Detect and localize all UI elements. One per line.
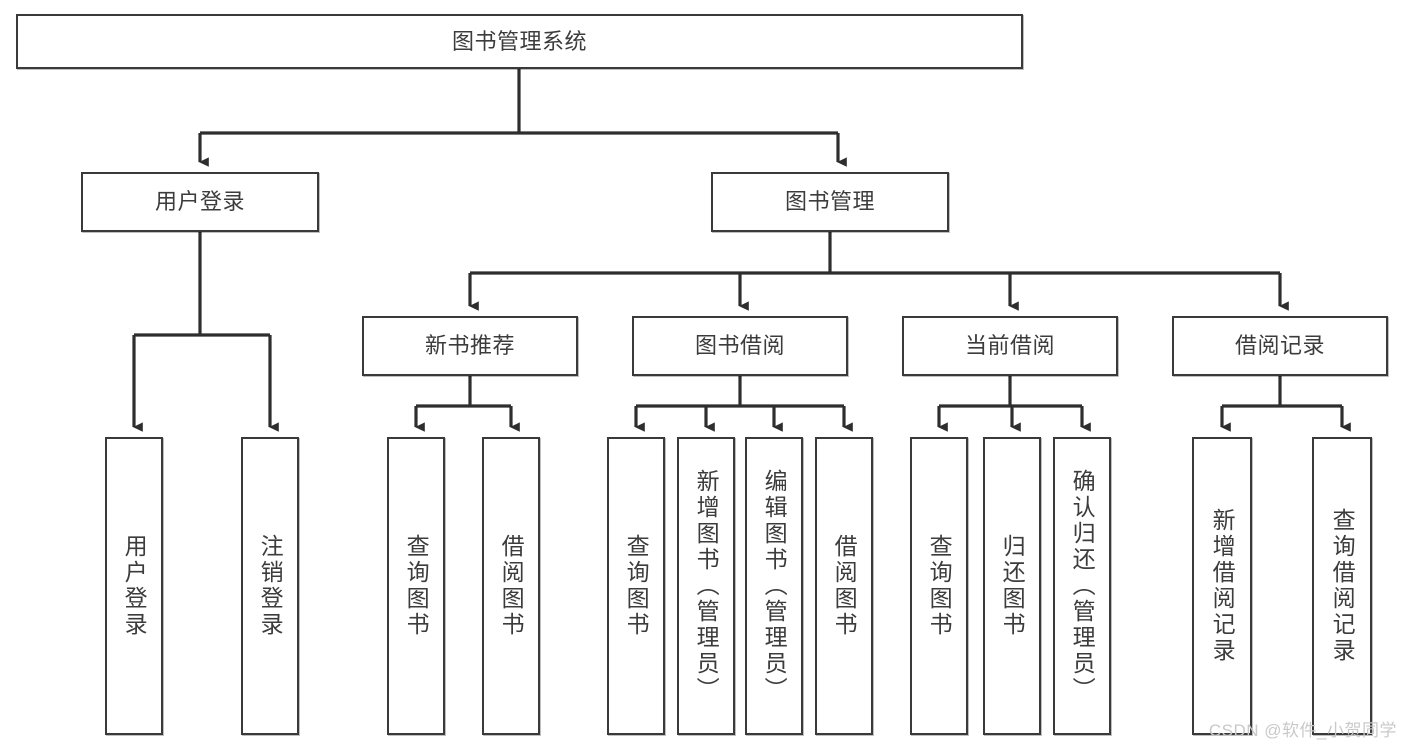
node-label: 查询图书 [403,534,430,638]
leaf-logout[interactable]: 注销登录 [241,437,299,735]
node-book-management[interactable]: 图书管理 [711,172,949,232]
node-book-borrow[interactable]: 图书借阅 [632,316,848,376]
leaf-query-books-recommend[interactable]: 查询图书 [387,437,445,735]
node-label: 查询图书 [623,534,650,638]
leaf-query-books-current[interactable]: 查询图书 [910,437,968,735]
node-label: 图书借阅 [694,333,785,359]
node-label: 用户登录 [154,189,245,215]
node-label: 新增图书（管理员） [693,469,720,703]
node-label: 归还图书 [999,534,1026,638]
node-label: 查询借阅记录 [1329,508,1356,664]
node-new-book-recommend[interactable]: 新书推荐 [362,316,578,376]
leaf-edit-book-admin[interactable]: 编辑图书（管理员） [745,437,803,735]
node-label: 查询图书 [926,534,953,638]
node-borrow-record[interactable]: 借阅记录 [1172,316,1388,376]
csdn-watermark: CSDN @软件_小贺同学 [1208,721,1397,740]
node-label: 图书管理系统 [451,28,587,54]
node-label: 借阅图书 [831,534,858,638]
node-label: 确认归还（管理员） [1069,469,1096,703]
node-label: 用户登录 [121,534,148,638]
leaf-return-books[interactable]: 归还图书 [983,437,1041,735]
node-label: 新增借阅记录 [1209,508,1236,664]
node-label: 新书推荐 [424,333,515,359]
node-label: 借阅图书 [498,534,525,638]
leaf-add-borrow-record[interactable]: 新增借阅记录 [1192,437,1252,735]
node-label: 当前借阅 [964,333,1055,359]
leaf-query-books-borrow[interactable]: 查询图书 [607,437,665,735]
node-label: 编辑图书（管理员） [761,469,788,703]
leaf-user-login[interactable]: 用户登录 [105,437,163,735]
node-label: 注销登录 [257,534,284,638]
leaf-borrow-books-recommend[interactable]: 借阅图书 [482,437,540,735]
node-label: 图书管理 [784,189,875,215]
node-book-management-system[interactable]: 图书管理系统 [16,14,1023,69]
node-current-borrow[interactable]: 当前借阅 [902,316,1118,376]
leaf-confirm-return-admin[interactable]: 确认归还（管理员） [1053,437,1111,735]
node-user-login[interactable]: 用户登录 [81,172,319,232]
leaf-borrow-books-borrow[interactable]: 借阅图书 [815,437,873,735]
node-label: 借阅记录 [1234,333,1325,359]
leaf-add-book-admin[interactable]: 新增图书（管理员） [677,437,735,735]
leaf-query-borrow-record[interactable]: 查询借阅记录 [1312,437,1372,735]
